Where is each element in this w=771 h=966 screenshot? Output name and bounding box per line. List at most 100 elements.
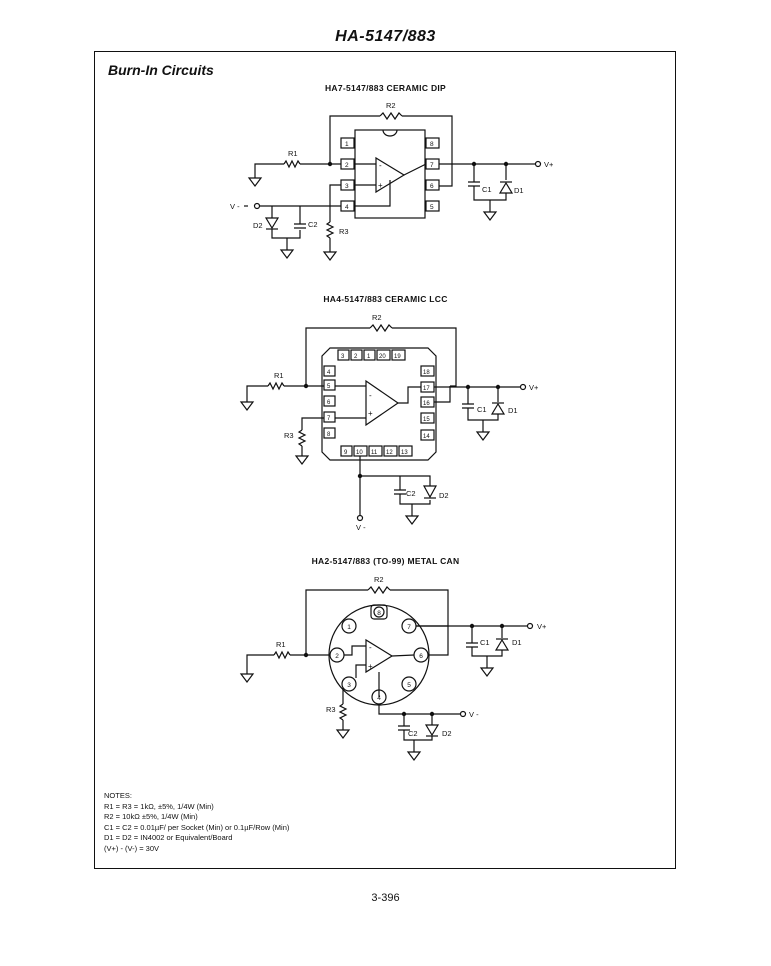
- circuit-title-lcc: HA4-5147/883 CERAMIC LCC: [323, 294, 448, 304]
- lcc-pin-number: 17: [423, 386, 430, 392]
- lcc-r1-label: R1: [274, 371, 284, 380]
- can-r3-label: R3: [326, 705, 336, 714]
- circuit-title-dip: HA7-5147/883 CERAMIC DIP: [324, 83, 447, 93]
- dip-plus-sign: +: [378, 181, 383, 190]
- lcc-pin-number: 12: [386, 450, 393, 456]
- can-r3-resistor: [338, 703, 348, 721]
- ground-icon: [239, 673, 255, 683]
- dip-pin-number: 5: [430, 204, 434, 211]
- lcc-package: [321, 347, 437, 461]
- can-pin-number: 6: [419, 653, 423, 660]
- lcc-pin-number: 13: [401, 450, 408, 456]
- note-line: C1 = C2 = 0.01µF/ per Socket (Min) or 0.…: [104, 822, 290, 832]
- dip-r2-resistor: [379, 111, 403, 121]
- lcc-pin-number: 11: [371, 450, 378, 456]
- dip-vminus-label: V -: [230, 202, 240, 211]
- schematic-labels: R2 R1 R3 C1 D1 V+ V - D2 C2 - + 1 2 3 4 …: [230, 101, 554, 738]
- notes-heading: NOTES:: [104, 791, 132, 800]
- dip-r2-label: R2: [386, 101, 396, 110]
- lcc-pin-number: 5: [327, 384, 331, 390]
- dip-pin-box: [425, 179, 440, 191]
- dip-pin-number: 8: [430, 141, 434, 148]
- ground-icon: [479, 667, 495, 677]
- notes-block: NOTES: R1 = R3 = 1kΩ, ±5%, 1/4W (Min) R2…: [104, 791, 289, 855]
- can-pin-number: 1: [347, 624, 351, 631]
- can-d1-diode: [494, 638, 510, 651]
- dip-c2-label: C2: [308, 220, 318, 229]
- lcc-d1-label: D1: [508, 406, 518, 415]
- dip-pin-box: [425, 200, 440, 212]
- lcc-vminus-label: V -: [356, 523, 366, 532]
- lcc-pin-number: 15: [423, 417, 430, 423]
- lcc-pin-number: 6: [327, 400, 331, 406]
- can-d2-diode: [424, 724, 440, 737]
- lcc-circuit: [239, 323, 527, 525]
- lcc-pin-number: 7: [327, 416, 331, 422]
- can-minus-sign: -: [369, 643, 372, 652]
- dip-package: [354, 129, 426, 219]
- lcc-c2-label: C2: [406, 489, 416, 498]
- note-line: R1 = R3 = 1kΩ, ±5%, 1/4W (Min): [104, 801, 214, 811]
- lcc-pin-number: 20: [379, 354, 386, 360]
- lcc-pin-number: 10: [356, 450, 363, 456]
- can-c1-label: C1: [480, 638, 490, 647]
- can-vplus-label: V+: [537, 622, 547, 631]
- can-r1-label: R1: [276, 640, 286, 649]
- lcc-pin-number: 19: [394, 354, 401, 360]
- ground-icon: [322, 251, 338, 261]
- lcc-pin-number: 14: [423, 434, 430, 440]
- page-header-title: HA-5147/883: [335, 28, 436, 45]
- dip-pin-box: [425, 137, 440, 149]
- lcc-r3-resistor: [297, 429, 307, 447]
- dip-r3-resistor: [325, 221, 335, 239]
- lcc-pin-number: 1: [367, 354, 371, 360]
- lcc-minus-sign: -: [369, 391, 372, 400]
- ground-icon: [475, 431, 491, 441]
- dip-c1-label: C1: [482, 185, 492, 194]
- lcc-pin-number: 8: [327, 432, 331, 438]
- lcc-r2-label: R2: [372, 313, 382, 322]
- lcc-r2-resistor: [369, 323, 393, 333]
- dip-pin-number: 3: [345, 183, 349, 190]
- ground-icon: [247, 177, 263, 187]
- can-c2-label: C2: [408, 729, 418, 738]
- dip-d2-label: D2: [253, 221, 263, 230]
- dip-pin-number: 1: [345, 141, 349, 148]
- can-d1-label: D1: [512, 638, 522, 647]
- lcc-pin-number: 16: [423, 401, 430, 407]
- dip-r1-resistor: [283, 159, 301, 169]
- dip-d1-label: D1: [514, 186, 524, 195]
- lcc-pin-number: 2: [354, 354, 358, 360]
- can-opamp: [365, 638, 394, 674]
- section-title: Burn-In Circuits: [108, 62, 214, 78]
- can-pin-number: 5: [407, 682, 411, 689]
- note-line: (V+) - (V-) = 30V: [104, 843, 160, 853]
- dip-r3-label: R3: [339, 227, 349, 236]
- ground-icon: [335, 729, 351, 739]
- ground-icon: [239, 401, 255, 411]
- page-number: 3-396: [371, 892, 400, 904]
- lcc-plus-sign: +: [368, 409, 373, 418]
- can-plus-sign: +: [368, 662, 373, 671]
- lcc-pin-number: 3: [341, 354, 345, 360]
- dip-pin-number: 7: [430, 162, 434, 169]
- note-line: D1 = D2 = IN4002 or Equivalent/Board: [104, 833, 233, 843]
- dip-d1-diode: [498, 181, 514, 194]
- content-frame: [94, 51, 676, 869]
- can-pin-number: 8: [377, 610, 381, 617]
- can-vminus-label: V -: [469, 710, 479, 719]
- dip-pin-number: 4: [345, 204, 349, 211]
- dip-vplus-label: V+: [544, 160, 554, 169]
- can-d2-label: D2: [442, 729, 452, 738]
- can-pin-number: 4: [377, 695, 381, 702]
- lcc-pin-number: 9: [344, 450, 348, 456]
- lcc-pin-number: 18: [423, 370, 430, 376]
- lcc-r1-resistor: [267, 381, 285, 391]
- circuit-title-can: HA2-5147/883 (TO-99) METAL CAN: [311, 556, 460, 566]
- can-circuit: [239, 585, 534, 761]
- dip-circuit: [244, 111, 542, 261]
- dip-pin-number: 2: [345, 162, 349, 169]
- dip-notch: [382, 129, 398, 137]
- can-r2-resistor: [367, 585, 391, 595]
